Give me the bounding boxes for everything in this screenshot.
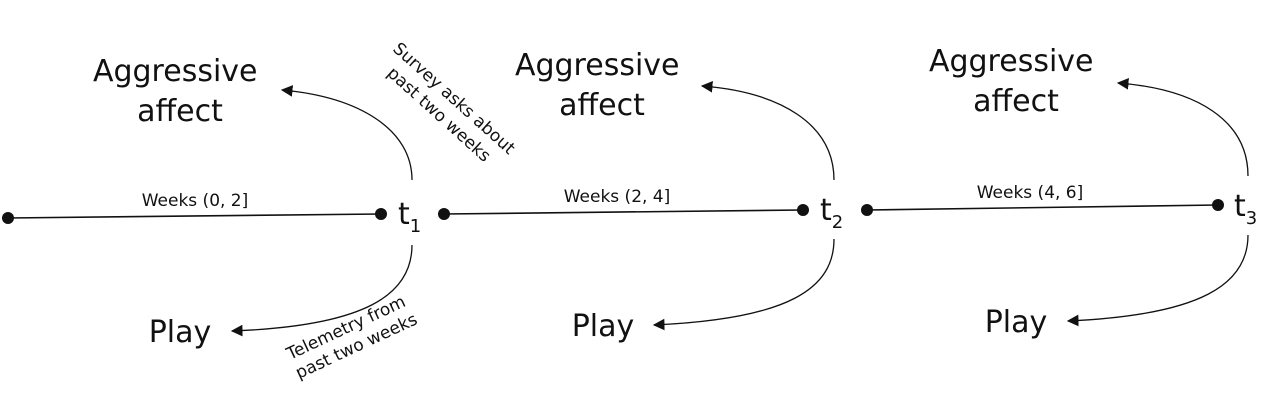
arrow-to-play-1	[230, 244, 413, 337]
timeline-start-dot-2	[438, 208, 450, 220]
play-label-3: Play	[985, 305, 1048, 340]
aggressive-affect-label-2: Aggressive affect	[515, 48, 689, 123]
timeline-start-dot-3	[861, 204, 873, 216]
timeline-start-dot-1	[2, 212, 14, 224]
aggressive-affect-label-1: Aggressive affect	[93, 54, 267, 129]
timepoint-dot-2	[797, 204, 809, 216]
timeline-segment-3	[866, 204, 1219, 211]
period-label-2: Weeks (2, 4]	[564, 187, 671, 207]
period-label-1: Weeks (0, 2]	[142, 191, 249, 211]
arrow-to-play-2	[652, 238, 835, 331]
survey-note: Survey asks about past two weeks	[374, 39, 523, 179]
arrow-to-aggressive-affect-1	[280, 85, 413, 181]
timepoint-label-3: t3	[1234, 189, 1257, 229]
timepoint-label-2: t2	[820, 193, 843, 233]
aggressive-affect-label-3: Aggressive affect	[929, 44, 1103, 119]
telemetry-note: Telemetry from past two weeks	[283, 290, 423, 384]
play-label-1: Play	[149, 315, 212, 350]
timeline-segment-2	[443, 209, 804, 215]
timepoint-dot-1	[375, 208, 387, 220]
play-label-2: Play	[572, 309, 635, 344]
timeline-segment-1	[7, 213, 382, 219]
period-label-3: Weeks (4, 6]	[977, 183, 1084, 203]
arrow-to-aggressive-affect-3	[1116, 77, 1249, 177]
timepoint-dot-3	[1212, 199, 1224, 211]
arrow-to-aggressive-affect-2	[700, 80, 835, 181]
arrow-to-play-3	[1066, 234, 1249, 327]
timepoint-label-1: t1	[398, 197, 421, 237]
